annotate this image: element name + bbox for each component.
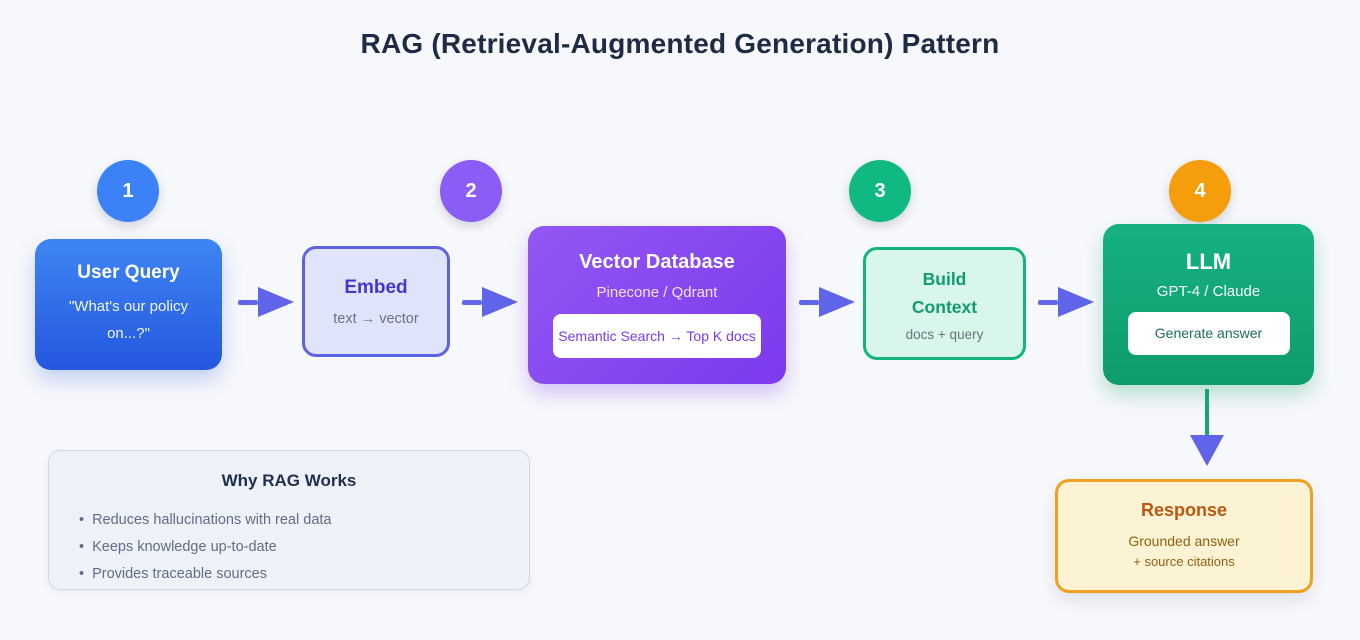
why-bullet-text: Provides traceable sources: [92, 566, 267, 582]
response-line1: Grounded answer: [1128, 533, 1240, 549]
flow-arrow-4: [1038, 287, 1094, 317]
step-number-2: 2: [465, 179, 477, 202]
embed-subtitle: text → vector: [333, 310, 419, 327]
why-rag-works-title: Why RAG Works: [221, 471, 357, 490]
vector-db-title: Vector Database: [579, 250, 735, 273]
semantic-search-badge: Semantic Search → Top K docs: [553, 313, 761, 358]
node-vector-database: Vector Database Pinecone / Qdrant Semant…: [528, 226, 786, 384]
flow-arrow-3: [799, 287, 855, 317]
step-circle-1: 1: [97, 160, 159, 222]
build-context-title: Build Context: [911, 269, 978, 317]
flow-arrow-down: [1188, 389, 1226, 467]
list-item: • Reduces hallucinations with real data: [79, 507, 499, 534]
step-number-3: 3: [874, 179, 886, 202]
user-query-title: User Query: [77, 262, 180, 283]
generate-answer-badge-label: Generate answer: [1154, 325, 1263, 341]
why-rag-works-panel: Why RAG Works • Reduces hallucinations wi…: [48, 450, 530, 590]
embed-title: Embed: [344, 276, 408, 298]
step-circle-2: 2: [440, 160, 502, 222]
node-build-context: Build Context docs + query: [863, 247, 1026, 360]
response-line2: + source citations: [1133, 554, 1235, 569]
arrow-right-icon: [1038, 299, 1058, 305]
list-item: • Provides traceable sources: [79, 561, 499, 588]
bullet-icon: •: [79, 512, 85, 528]
generate-answer-badge: Generate answer: [1127, 311, 1290, 355]
step-circle-3: 3: [849, 160, 911, 222]
node-embed: Embed text → vector: [302, 246, 450, 357]
arrow-head-icon: [1058, 287, 1094, 317]
why-bullet-text: Reduces hallucinations with real data: [92, 512, 332, 528]
arrow-head-icon: [258, 287, 294, 317]
why-rag-works-list: • Reduces hallucinations with real data •…: [79, 507, 499, 588]
vector-db-subtitle: Pinecone / Qdrant: [596, 283, 718, 301]
node-response: Response Grounded answer + source citati…: [1055, 479, 1313, 593]
response-title: Response: [1140, 500, 1228, 520]
bullet-icon: •: [79, 539, 85, 555]
user-query-subtitle: "What's our policy on...?": [68, 298, 189, 342]
arrow-right-icon: [238, 299, 258, 305]
arrow-down-stem-icon: [1205, 389, 1209, 436]
llm-title: LLM: [1185, 248, 1232, 274]
build-context-subtitle: docs + query: [905, 327, 984, 342]
arrow-right-icon: [462, 299, 482, 305]
node-llm: LLM GPT-4 / Claude Generate answer: [1103, 224, 1314, 385]
arrow-head-icon: [482, 287, 518, 317]
llm-subtitle: GPT-4 / Claude: [1156, 282, 1261, 300]
step-number-4: 4: [1194, 179, 1206, 202]
arrow-down-head-icon: [1190, 435, 1224, 466]
list-item: • Keeps knowledge up-to-date: [79, 534, 499, 561]
step-number-1: 1: [122, 179, 134, 202]
page-title: RAG (Retrieval-Augmented Generation) Pat…: [360, 28, 1000, 59]
arrow-head-icon: [819, 287, 855, 317]
arrow-right-icon: [799, 299, 819, 305]
flow-arrow-1: [238, 287, 294, 317]
step-circle-4: 4: [1169, 160, 1231, 222]
node-user-query: User Query "What's our policy on...?": [35, 239, 222, 370]
semantic-search-badge-label: Semantic Search → Top K docs: [558, 327, 756, 344]
bullet-icon: •: [79, 566, 85, 582]
flow-arrow-2: [462, 287, 518, 317]
why-bullet-text: Keeps knowledge up-to-date: [92, 539, 277, 555]
